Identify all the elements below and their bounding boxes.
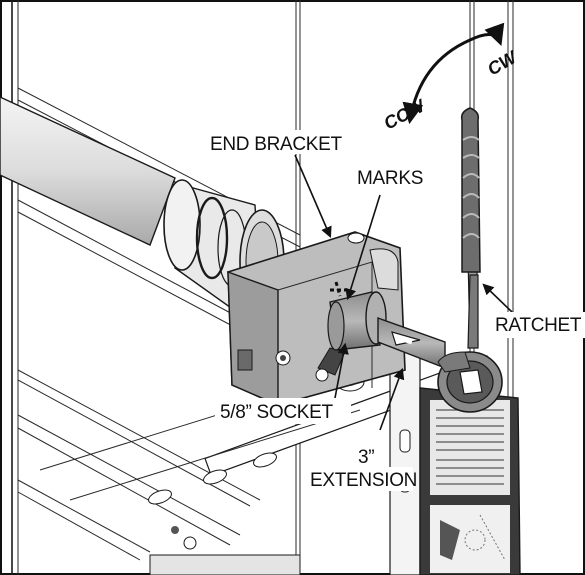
extension-label: EXTENSION xyxy=(310,470,417,491)
warning-label xyxy=(419,387,521,575)
end-bracket xyxy=(227,231,406,407)
ratchet-wrench xyxy=(437,107,503,413)
rotation-direction-arrows: CCW CW xyxy=(380,22,522,134)
callout-labels: END BRACKET MARKS RATCHET 5/8” SOCKET 3”… xyxy=(205,130,585,491)
ccw-arrow-icon xyxy=(402,38,471,125)
marks-label: MARKS xyxy=(357,168,423,189)
cw-label: CW xyxy=(484,46,522,79)
cw-arrow-icon xyxy=(469,22,505,46)
torsion-tube xyxy=(0,96,176,246)
extension-size-label: 3” xyxy=(358,447,374,468)
vertical-track xyxy=(389,339,421,575)
ratchet-label: RATCHET xyxy=(495,315,582,336)
socket-label: 5/8” SOCKET xyxy=(220,402,334,423)
leader-lines xyxy=(294,154,513,431)
end-bracket-label: END BRACKET xyxy=(210,134,343,155)
ccw-label: CCW xyxy=(380,95,429,134)
